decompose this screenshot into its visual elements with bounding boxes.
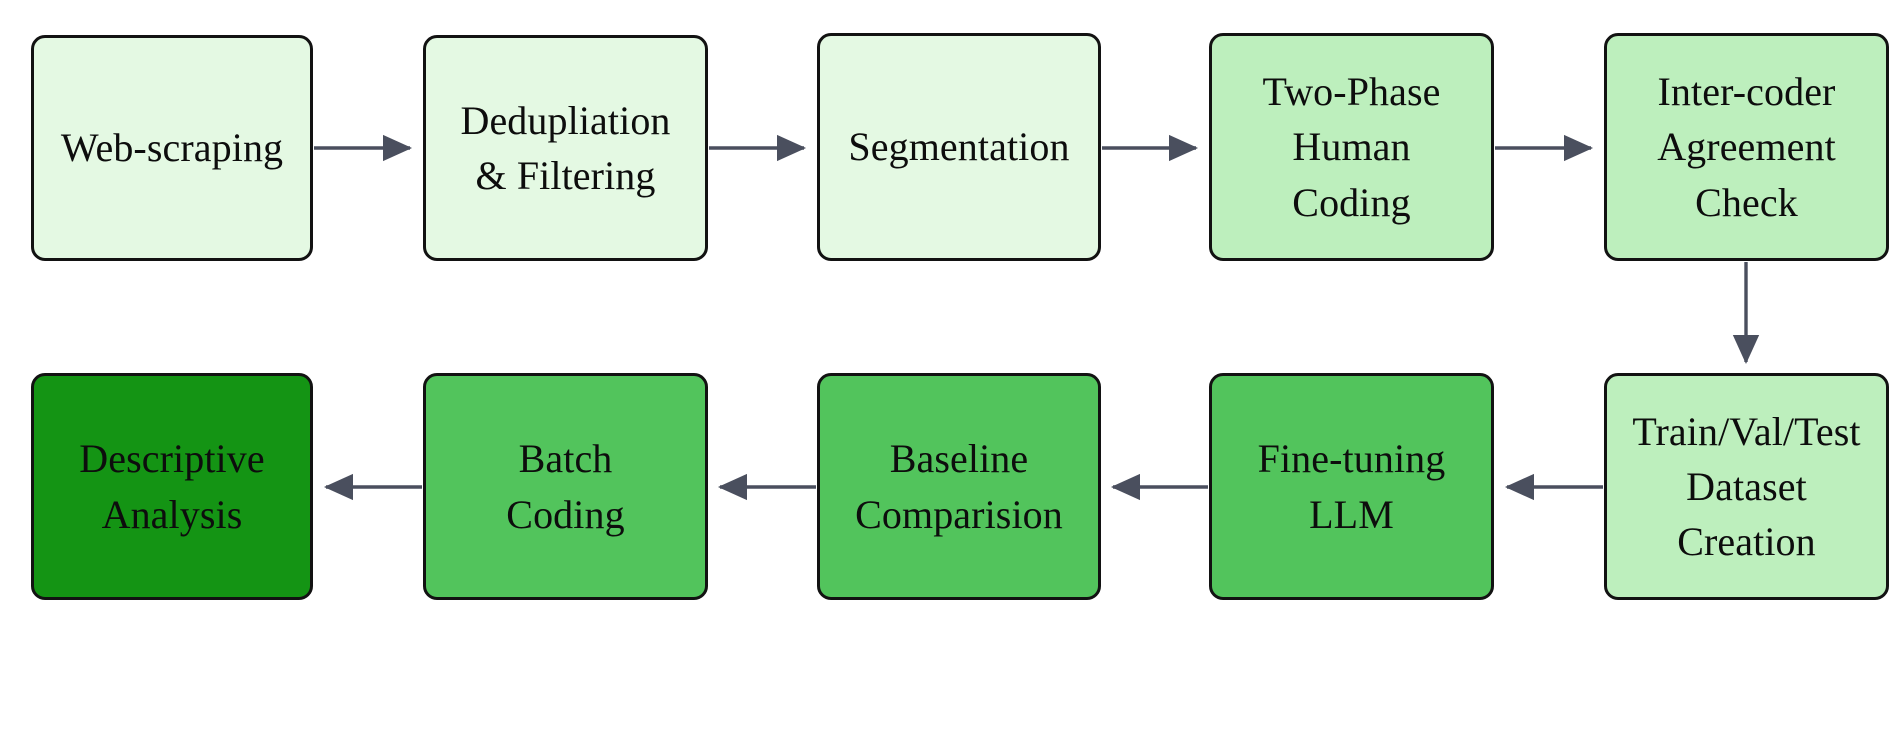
node-label-line: LLM bbox=[1309, 491, 1394, 537]
node-label-line: Train/Val/Test bbox=[1632, 408, 1861, 454]
node-label-line: Inter-coder bbox=[1657, 69, 1836, 115]
node-label-line: Batch bbox=[518, 436, 613, 482]
node-segmentation[interactable]: Segmentation bbox=[817, 33, 1101, 261]
node-label-line: Baseline bbox=[889, 436, 1029, 482]
node-label-line: Creation bbox=[1677, 519, 1816, 565]
node-label-line: Web-scraping bbox=[60, 125, 284, 171]
node-label-line: Descriptive bbox=[79, 436, 265, 482]
node-label-line: Analysis bbox=[101, 491, 243, 537]
node-label-line: Segmentation bbox=[848, 124, 1070, 170]
node-label-line: Agreement bbox=[1657, 124, 1836, 170]
node-deduplication-filtering[interactable]: Dedupliation & Filtering bbox=[423, 35, 708, 261]
node-label-line: Check bbox=[1695, 179, 1798, 225]
node-label-line: Coding bbox=[506, 491, 625, 537]
node-label-line: Two-Phase bbox=[1262, 69, 1441, 115]
node-label-line: Dedupliation bbox=[460, 97, 671, 143]
node-label-line: Dataset bbox=[1686, 463, 1807, 509]
node-label-line: Fine-tuning bbox=[1257, 436, 1446, 482]
node-web-scraping[interactable]: Web-scraping bbox=[31, 35, 313, 261]
node-label-line: & Filtering bbox=[475, 153, 656, 198]
node-label-line: Human bbox=[1292, 124, 1411, 170]
node-label-line: Comparision bbox=[855, 491, 1063, 537]
node-label-line: Coding bbox=[1292, 179, 1411, 225]
